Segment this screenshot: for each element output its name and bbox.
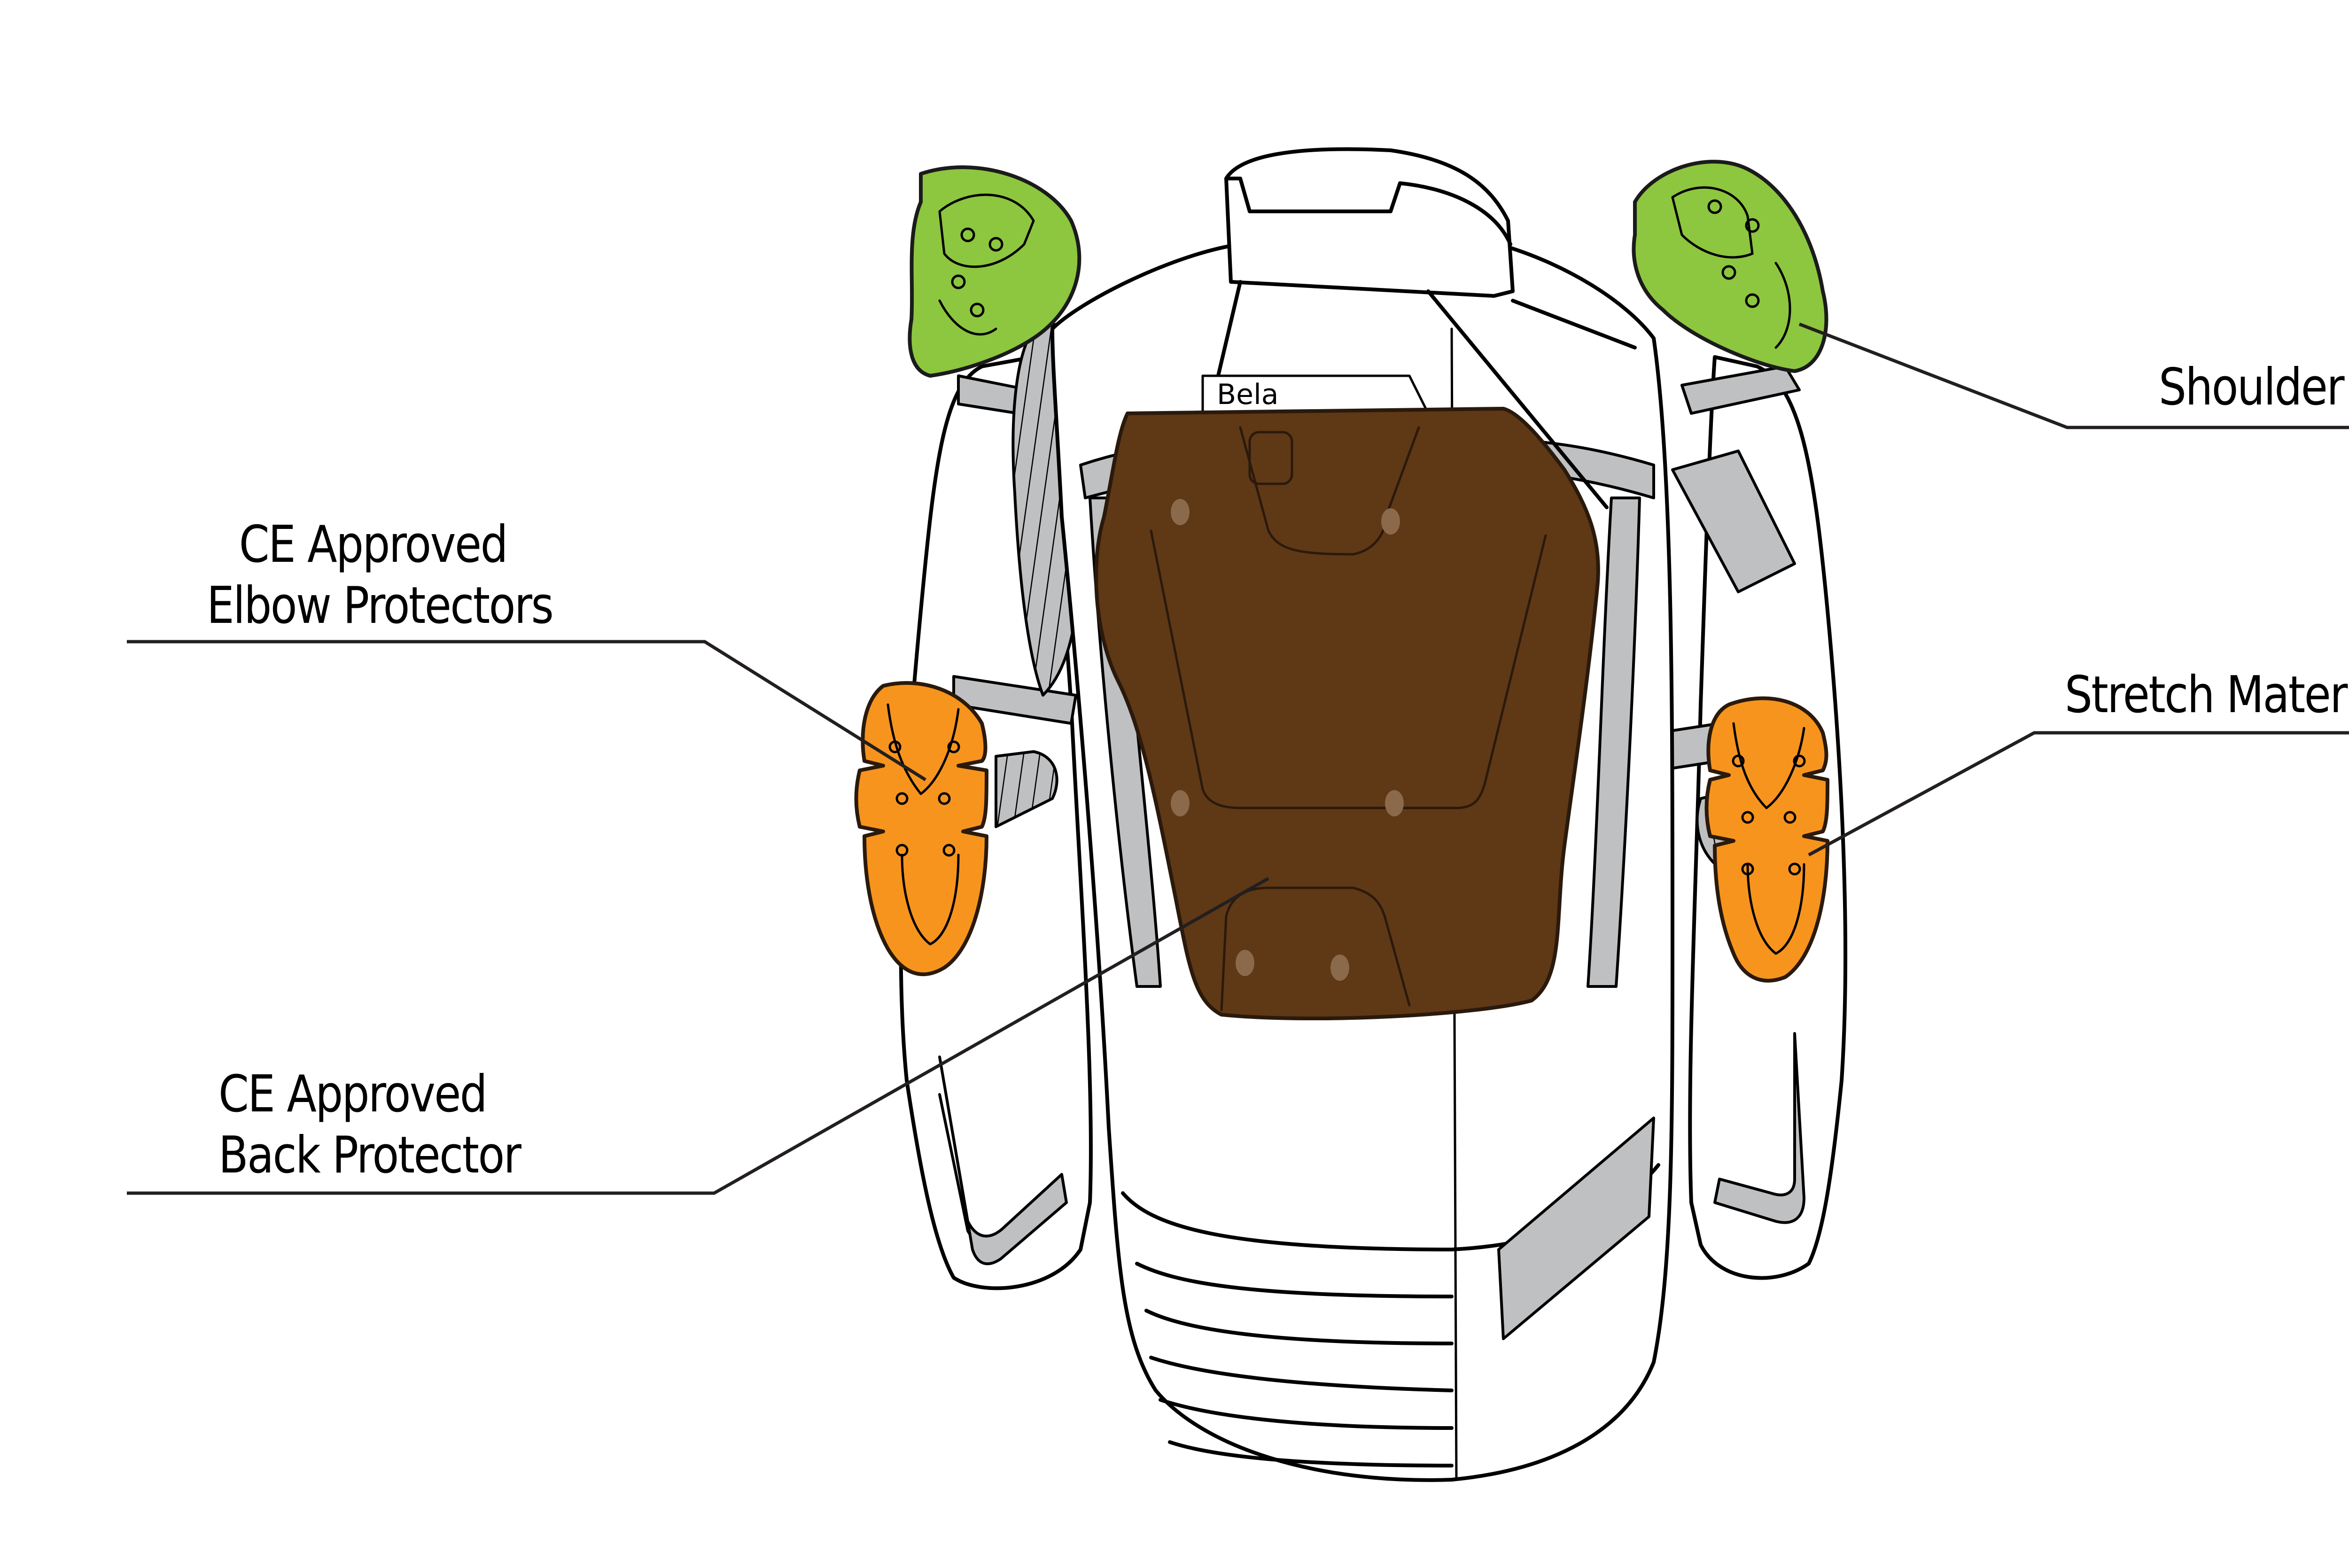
leader-lines — [127, 322, 2349, 1195]
back-protector-rivets — [1171, 499, 1404, 981]
callout-back-line-2: Back Protector — [218, 1126, 521, 1185]
back-protector-brown — [1094, 407, 1600, 1021]
leader-line-back-ce — [127, 877, 1269, 1195]
elbow-protector-left-orange — [854, 681, 988, 977]
callout-ce-approved-elbow: CE Approved Elbow Protectors — [207, 514, 554, 637]
jacket-collar — [1201, 147, 1637, 509]
callout-stretch-line-1: Stretch Material on Elbow — [2065, 666, 2349, 724]
callout-back-line-1: CE Approved — [218, 1065, 488, 1124]
leader-line-shoulder — [1798, 322, 2349, 429]
elbow-protector-right-orange — [1704, 696, 1829, 983]
callout-shoulder-line-1: Shoulder Protectors — [2159, 358, 2349, 417]
shoulder-protector-right-green — [1632, 160, 1828, 373]
callout-stretch-material: Stretch Material on Elbow — [2065, 665, 2349, 726]
callout-ce-approved-back: CE Approved Back Protector — [218, 1064, 521, 1186]
leader-line-stretch — [1808, 731, 2349, 857]
leader-line-elbow-ce — [127, 640, 926, 781]
callout-shoulder-protectors: Shoulder Protectors — [2159, 357, 2349, 418]
callout-elbow-line-1: CE Approved — [239, 515, 508, 574]
shoulder-protector-left-green — [908, 165, 1081, 378]
callout-elbow-line-2: Elbow Protectors — [207, 576, 554, 635]
brand-tag: Bela — [1217, 378, 1279, 411]
